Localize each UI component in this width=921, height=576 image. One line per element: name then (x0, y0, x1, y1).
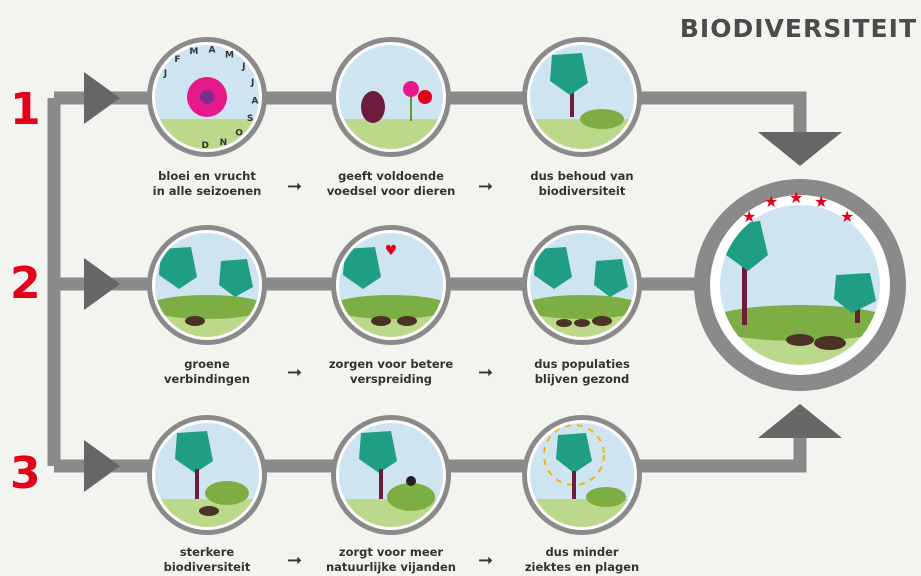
pipe-row1 (54, 91, 807, 140)
step-arrow-icon: ➞ (287, 176, 303, 197)
month-label: S (247, 114, 253, 124)
star-1: ★ (742, 207, 756, 226)
star-5: ★ (840, 207, 854, 226)
step-arrow-icon: ➞ (287, 362, 303, 383)
step-arrow-icon: ➞ (478, 362, 494, 383)
step-arrow-icon: ➞ (478, 550, 494, 571)
month-label: N (220, 138, 228, 148)
circle-r3-c1 (147, 415, 267, 535)
caption-r2-c1: groene verbindingen (164, 357, 250, 386)
star-4: ★ (814, 192, 828, 211)
caption-r1-c3: dus behoud van biodiversiteit (530, 169, 634, 198)
caption-r2-c3: dus populaties blijven gezond (534, 357, 630, 386)
month-label: O (235, 129, 243, 139)
month-label: M (189, 47, 198, 57)
circle-r3-c2 (331, 415, 451, 535)
arrow-up-big (758, 404, 842, 438)
row-number-3: 3 (10, 448, 41, 499)
arrow-row3 (84, 440, 120, 492)
arrow-down-big (758, 132, 842, 166)
arrow-row2 (84, 258, 120, 310)
month-label: A (251, 96, 258, 106)
step-arrow-icon: ➞ (478, 176, 494, 197)
month-label: M (225, 51, 234, 61)
month-label: A (209, 45, 216, 55)
month-label: J (250, 78, 254, 88)
stars: ★ ★ ★ ★ ★ (742, 188, 854, 226)
circle-r1-c3 (522, 37, 642, 157)
title: BIODIVERSITEIT (679, 14, 917, 43)
caption-r3-c1: sterkere biodiversiteit (163, 545, 251, 574)
caption-r2-c2: zorgen voor betere verspreiding (328, 357, 454, 386)
circle-r2-c2: ♥ (331, 225, 451, 345)
star-3: ★ (789, 188, 803, 207)
row-number-2: 2 (10, 258, 41, 309)
circle-r2-c3 (522, 225, 642, 345)
arrow-row1 (84, 72, 120, 124)
circle-r3-c3 (522, 415, 642, 535)
caption-r3-c2: zorgt voor meer natuurlijke vijanden (325, 545, 456, 574)
caption-r1-c1: bloei en vrucht in alle seizoenen (152, 169, 262, 198)
circle-r2-c1 (147, 225, 267, 345)
month-label: J (163, 69, 167, 79)
month-label: J (241, 62, 245, 72)
circle-r1-c2 (331, 37, 451, 157)
caption-r1-c2: geeft voldoende voedsel voor dieren (326, 169, 456, 198)
caption-r3-c3: dus minder ziektes en plagen (524, 545, 640, 574)
step-arrow-icon: ➞ (287, 550, 303, 571)
month-label: D (202, 141, 209, 151)
month-label: F (174, 55, 180, 65)
circle-r1-c1 (147, 37, 267, 157)
svg-text:♥: ♥ (385, 243, 398, 259)
big-circle (694, 179, 906, 391)
star-2: ★ (764, 192, 778, 211)
row-number-1: 1 (10, 84, 41, 135)
